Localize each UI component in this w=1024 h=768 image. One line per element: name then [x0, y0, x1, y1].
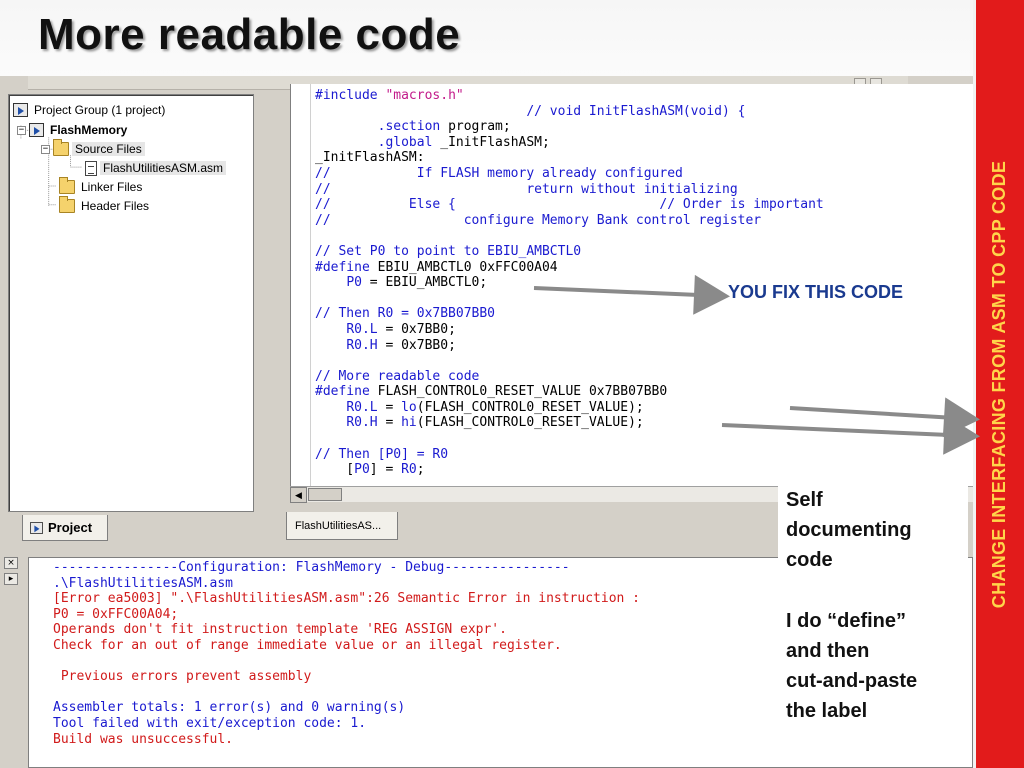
- tree-item-header-files[interactable]: Header Files: [59, 196, 152, 215]
- folder-icon: [59, 196, 75, 213]
- code-line: #include "macros.h": [315, 88, 464, 103]
- output-line: Check for an out of range immediate valu…: [53, 637, 562, 653]
- play-icon[interactable]: ▸: [4, 573, 18, 585]
- code-line: P0 = EBIU_AMBCTL0;: [346, 275, 488, 291]
- code-line: #define EBIU_AMBCTL0 0xFFC00A04: [315, 259, 558, 275]
- note-line: the label: [786, 700, 868, 722]
- close-icon[interactable]: ×: [4, 557, 18, 569]
- code-line: // Set P0 to point to EBIU_AMBCTL0: [315, 243, 582, 259]
- output-line: Previous errors prevent assembly: [53, 669, 312, 685]
- code-line: R0.H = hi(FLASH_CONTROL0_RESET_VALUE);: [346, 415, 644, 431]
- tree-item-source-files[interactable]: − Source Files: [41, 139, 145, 158]
- output-line: [53, 685, 640, 701]
- project-group-icon: [13, 103, 28, 117]
- output-line: P0 = 0xFFC00A04;: [53, 606, 179, 622]
- code-line: // More readable code: [315, 368, 480, 384]
- folder-icon: [59, 177, 75, 194]
- tree-item-project[interactable]: − FlashMemory: [17, 123, 128, 137]
- code-line: .section program;: [377, 119, 511, 135]
- output-line: [53, 654, 640, 670]
- build-output-text: ----------------Configuration: FlashMemo…: [53, 560, 640, 747]
- code-line: // Else { // Order is important: [315, 197, 824, 213]
- editor-gutter: [291, 84, 311, 486]
- output-controls: × ▸: [4, 557, 22, 597]
- tab-project[interactable]: Project: [22, 515, 108, 541]
- file-icon: [85, 160, 97, 176]
- output-line: Operands don't fit instruction template …: [53, 622, 507, 638]
- note-line: documenting: [786, 519, 912, 541]
- code-line: .global _InitFlashASM;: [377, 134, 550, 150]
- output-line: ----------------Configuration: FlashMemo…: [53, 560, 570, 575]
- note-line: Self: [786, 489, 823, 511]
- code-line: [P0] = R0;: [315, 462, 425, 478]
- note-line: I do “define”: [786, 610, 906, 632]
- project-icon: [30, 521, 43, 534]
- note-line: cut-and-paste: [786, 670, 918, 692]
- code-line: // Then [P0] = R0: [315, 446, 449, 462]
- side-banner: CHANGE INTERFACING FROM ASM TO CPP CODE: [973, 0, 1024, 768]
- scroll-thumb[interactable]: [308, 488, 342, 501]
- collapse-icon[interactable]: −: [17, 124, 26, 135]
- annotation-note: Self documenting code I do “define” and then…: [778, 485, 968, 765]
- code-line: [315, 228, 824, 244]
- scroll-left-icon[interactable]: ◀: [290, 487, 307, 503]
- code-line: [315, 353, 824, 369]
- code-line: [315, 431, 824, 447]
- tree-item-source-file[interactable]: FlashUtilitiesASM.asm: [85, 159, 227, 177]
- note-line: [786, 575, 968, 606]
- code-line: #define FLASH_CONTROL0_RESET_VALUE 0x7BB…: [315, 384, 668, 400]
- note-line: code: [786, 549, 833, 571]
- code-line: R0.H = 0x7BB0;: [346, 337, 456, 353]
- output-line: .\FlashUtilitiesASM.asm: [53, 575, 234, 591]
- fix-code-label: YOU FIX THIS CODE: [728, 282, 904, 302]
- collapse-icon[interactable]: −: [41, 143, 50, 154]
- code-text: #include "macros.h" // void InitFlashASM…: [315, 88, 824, 478]
- tab-editor-file[interactable]: FlashUtilitiesAS...: [286, 512, 398, 540]
- code-line: // void InitFlashASM(void) {: [315, 103, 746, 119]
- code-line: // Then R0 = 0x7BB07BB0: [315, 306, 496, 322]
- tree-item-group[interactable]: Project Group (1 project): [13, 101, 168, 119]
- code-line: _InitFlashASM:: [315, 150, 425, 166]
- project-tree: Project Group (1 project) − FlashMemory …: [8, 94, 254, 512]
- code-line: R0.L = lo(FLASH_CONTROL0_RESET_VALUE);: [346, 399, 644, 415]
- code-line: // configure Memory Bank control registe…: [315, 212, 762, 228]
- slide-title: More readable code: [38, 10, 461, 59]
- project-icon: [29, 123, 44, 137]
- code-line: // return without initializing: [315, 181, 738, 197]
- output-line: Tool failed with exit/exception code: 1.: [53, 715, 367, 731]
- output-line: Assembler totals: 1 error(s) and 0 warni…: [53, 700, 406, 716]
- code-line: // If FLASH memory already configured: [315, 165, 683, 181]
- output-line: [Error ea5003] ".\FlashUtilitiesASM.asm"…: [53, 591, 640, 607]
- tree-item-linker-files[interactable]: Linker Files: [59, 177, 145, 196]
- folder-icon: [53, 139, 69, 156]
- note-line: and then: [786, 640, 870, 662]
- output-line: Build was unsuccessful.: [53, 731, 234, 747]
- code-line: R0.L = 0x7BB0;: [346, 321, 456, 337]
